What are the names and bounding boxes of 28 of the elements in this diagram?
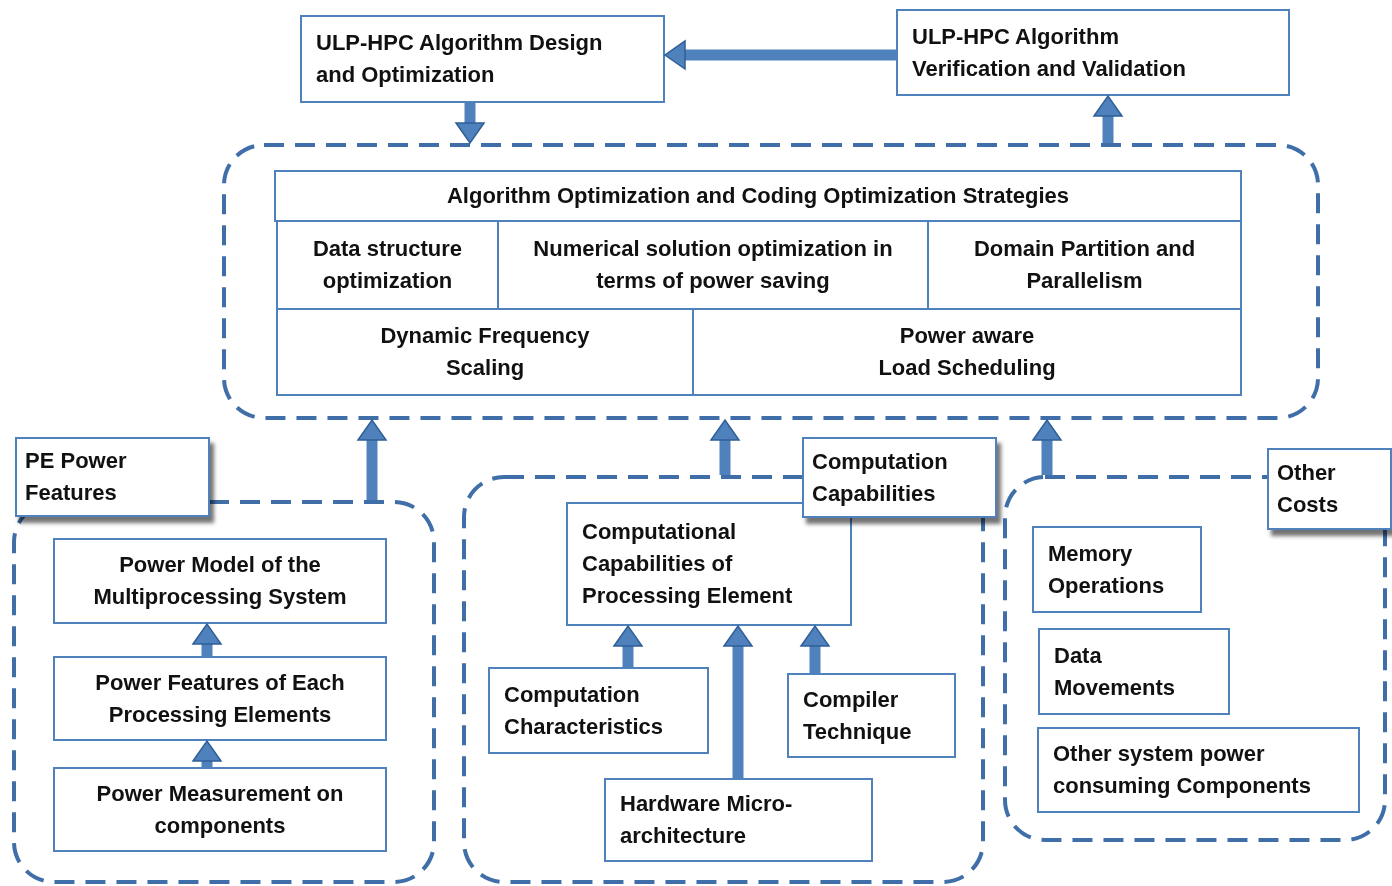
process-box: ULP-HPC Algorithm Design and Optimization <box>300 15 665 103</box>
process-box: Dynamic Frequency Scaling <box>276 308 694 396</box>
block-arrow <box>613 625 643 667</box>
block-arrow <box>192 740 222 767</box>
process-box: Power Measurement on components <box>53 767 387 852</box>
process-box: Computation Characteristics <box>488 667 709 754</box>
process-box: Data Movements <box>1038 628 1230 715</box>
block-arrow <box>1032 419 1062 475</box>
block-arrow <box>800 625 830 673</box>
block-arrow <box>1093 95 1123 143</box>
group-heading-box: PE Power Features <box>15 437 210 517</box>
group-heading-box: Computation Capabilities <box>802 437 997 518</box>
block-arrow <box>710 419 740 475</box>
process-box: Memory Operations <box>1032 526 1202 613</box>
process-box: Hardware Micro-architecture <box>604 778 873 862</box>
group-heading-box: Other Costs <box>1267 448 1392 530</box>
process-box: Power Features of Each Processing Elements <box>53 656 387 741</box>
block-arrow <box>192 623 222 656</box>
process-box: Other system power consuming Components <box>1037 727 1360 813</box>
block-arrow <box>455 103 485 144</box>
process-box: Algorithm Optimization and Coding Optimization Strategies <box>274 170 1242 222</box>
block-arrow <box>723 625 753 778</box>
process-box: ULP-HPC Algorithm Verification and Validation <box>896 9 1290 96</box>
block-arrow <box>357 419 387 500</box>
process-box: Compiler Technique <box>787 673 956 758</box>
process-box: Power Model of the Multiprocessing System <box>53 538 387 624</box>
process-box: Power aware Load Scheduling <box>692 308 1242 396</box>
block-arrow <box>664 40 896 70</box>
